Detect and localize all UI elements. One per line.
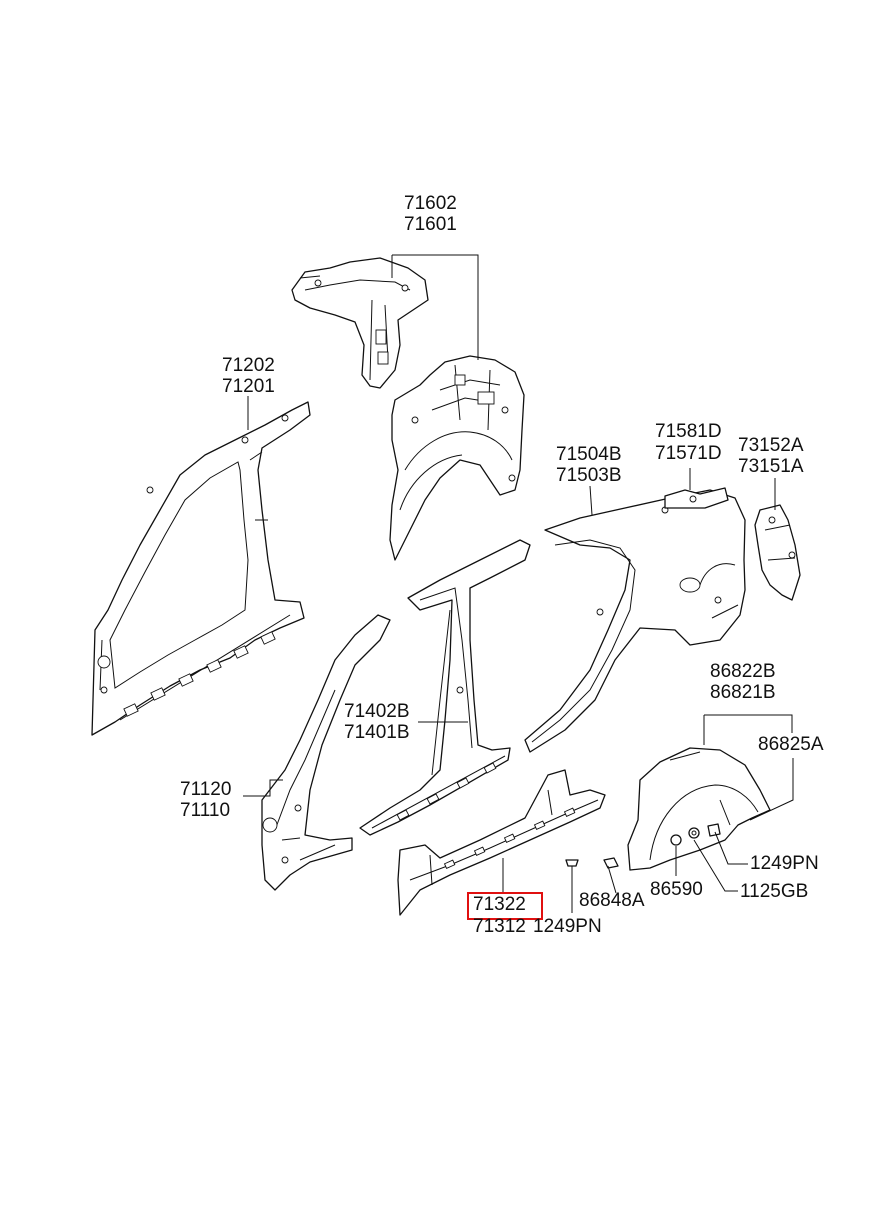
fastener-1249PN-bolt [707, 823, 721, 837]
part-71110-front-pillar [261, 614, 391, 891]
label-1249PN-bottom[interactable]: 1249PN [533, 916, 602, 937]
part-71601-upper-bracket [291, 257, 429, 389]
label-71322[interactable]: 71322 [473, 894, 526, 915]
part-71503B-quarter-outer [524, 489, 746, 753]
fastener-86590 [670, 834, 682, 846]
leader-lines [243, 254, 794, 913]
part-71571D-bracket [664, 487, 729, 509]
label-86821B[interactable]: 86821B [710, 682, 776, 703]
part-86821B-wheel-guard [627, 747, 771, 871]
label-71602[interactable]: 71602 [404, 193, 457, 214]
highlight-box-71322 [467, 892, 543, 920]
label-86822B[interactable]: 86822B [710, 661, 776, 682]
label-73152A[interactable]: 73152A [738, 435, 804, 456]
part-73151A-panel [754, 504, 801, 601]
part-71601-inner-quarter [389, 355, 525, 561]
label-71202[interactable]: 71202 [222, 355, 275, 376]
label-71201[interactable]: 71201 [222, 376, 275, 397]
label-71571D[interactable]: 71571D [655, 443, 722, 464]
label-71504B[interactable]: 71504B [556, 444, 622, 465]
label-86590[interactable]: 86590 [650, 879, 703, 900]
label-71312[interactable]: 71312 [473, 916, 526, 937]
label-71120[interactable]: 71120 [180, 779, 232, 800]
fastener-86848A [603, 857, 619, 869]
part-71322-side-sill [397, 769, 606, 916]
part-71201-side-outer [91, 401, 311, 736]
label-86848A[interactable]: 86848A [579, 890, 645, 911]
label-71503B[interactable]: 71503B [556, 465, 622, 486]
label-86825A[interactable]: 86825A [758, 734, 824, 755]
fastener-1125GB [688, 827, 700, 839]
label-71601[interactable]: 71601 [404, 214, 457, 235]
label-71110[interactable]: 71110 [180, 800, 231, 821]
label-1249PN-right[interactable]: 1249PN [750, 853, 819, 874]
label-71402B[interactable]: 71402B [344, 701, 410, 722]
part-71401B-pillar-rail [359, 539, 531, 836]
label-1125GB[interactable]: 1125GB [740, 881, 809, 902]
label-71401B[interactable]: 71401B [344, 722, 410, 743]
label-71581D[interactable]: 71581D [655, 421, 722, 442]
label-73151A[interactable]: 73151A [738, 456, 804, 477]
